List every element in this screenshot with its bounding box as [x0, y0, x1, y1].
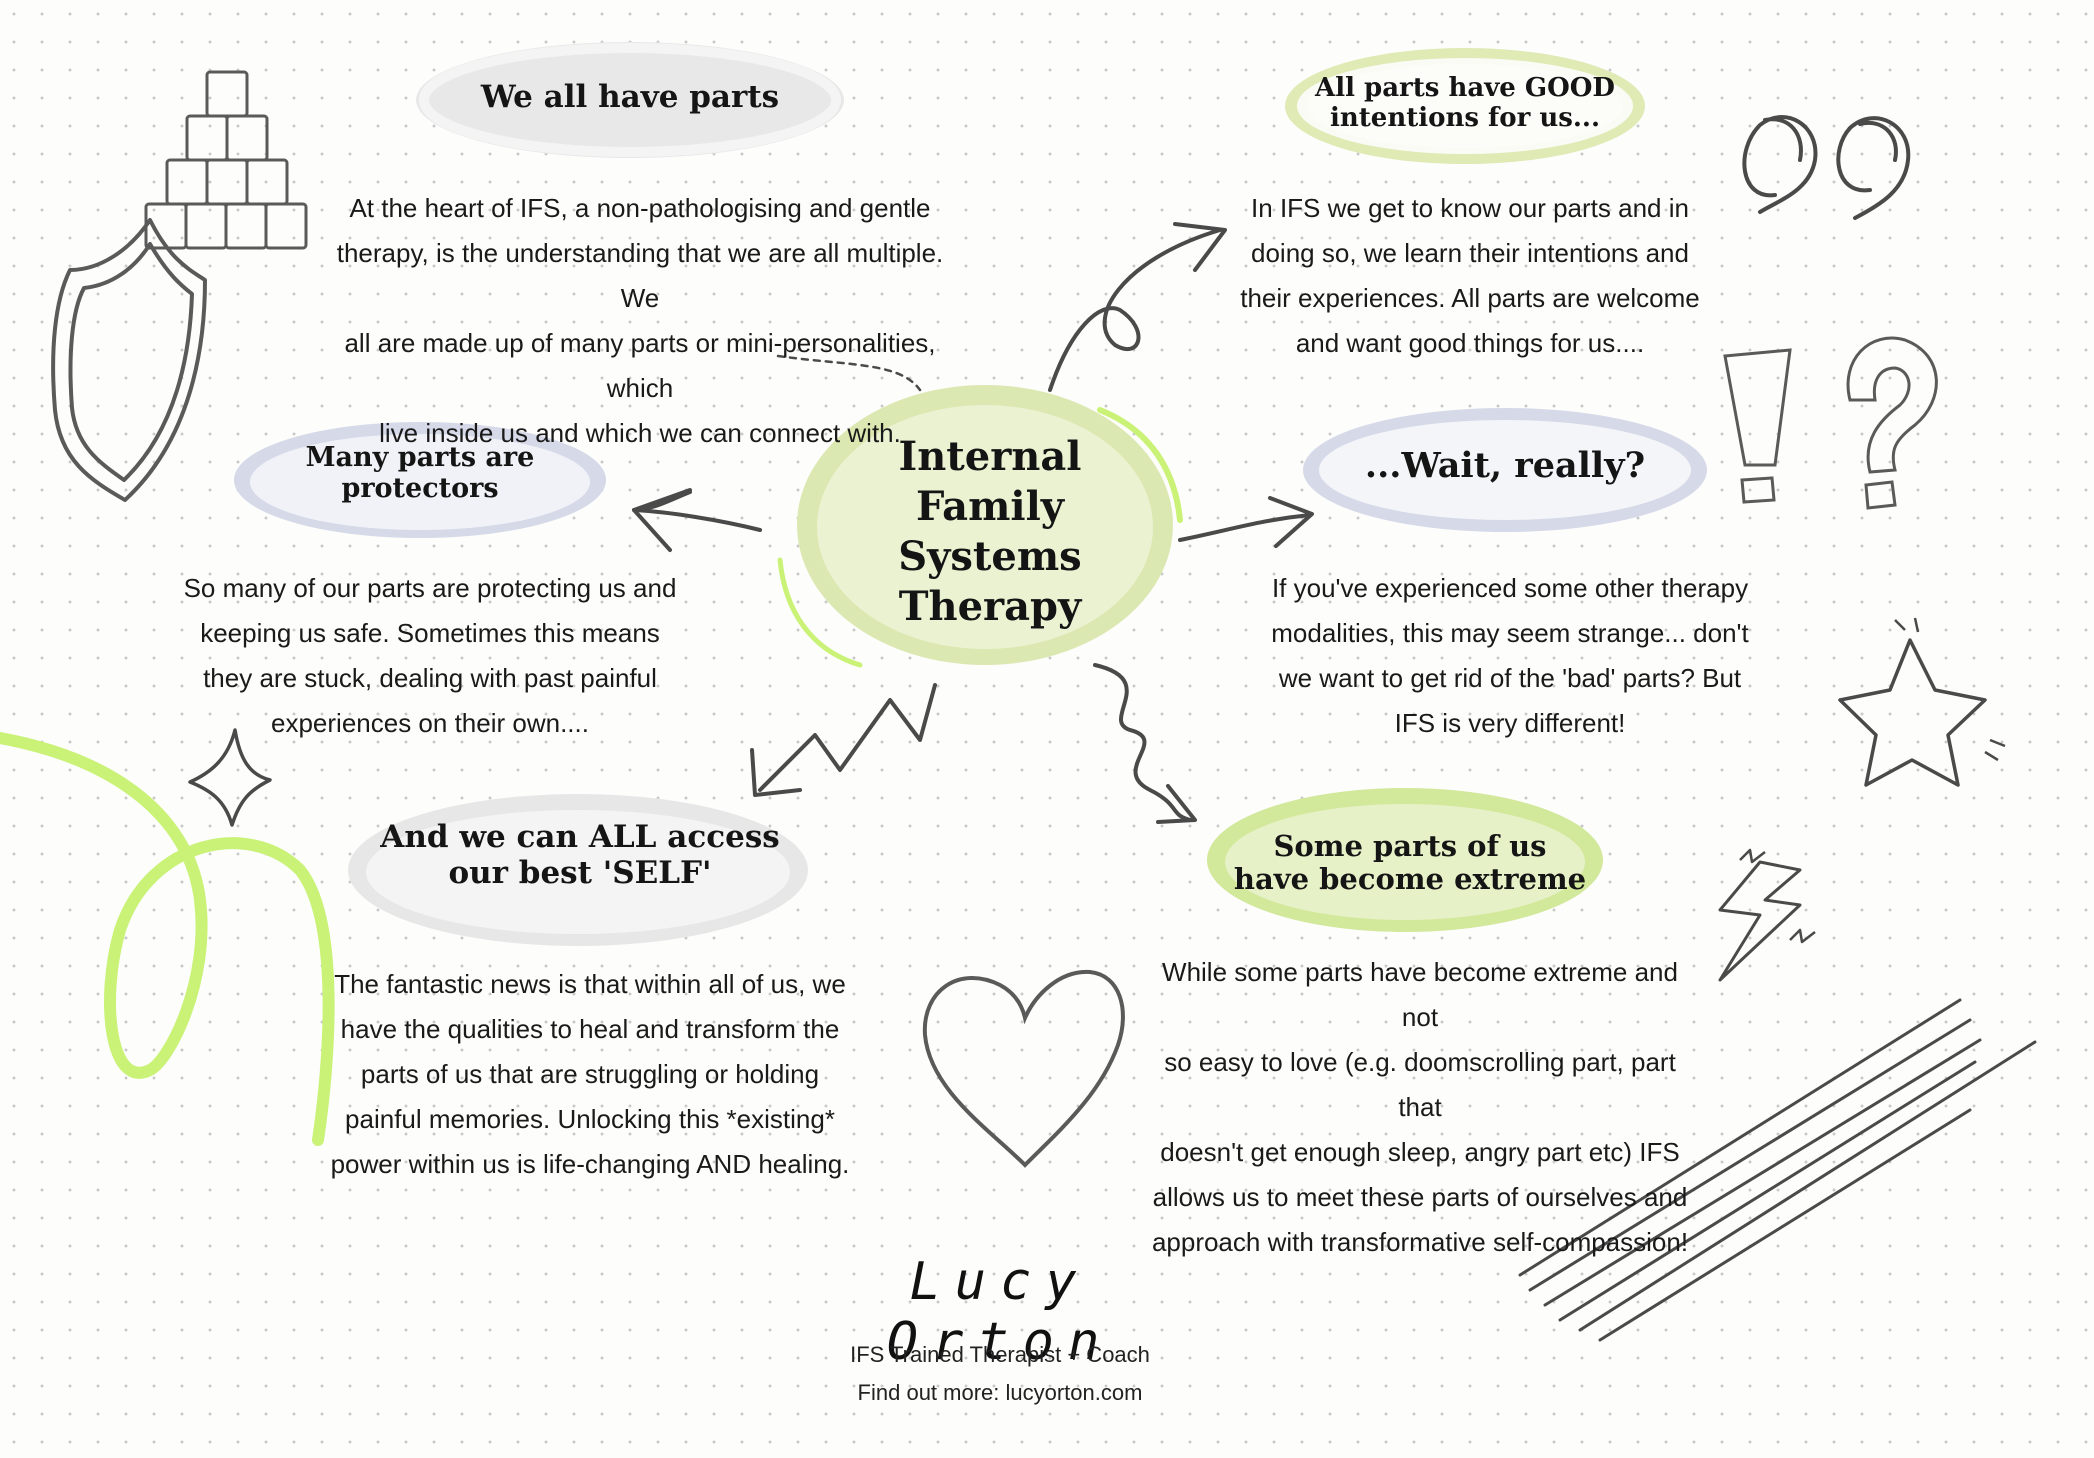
- center-title: Internal Family Systems Therapy: [898, 433, 1082, 630]
- heading-blob-extreme: [1207, 788, 1603, 932]
- arrowhead-good-intentions: [1173, 222, 1227, 272]
- center-circle: [777, 385, 1183, 668]
- heading-good-intentions: All parts have GOOD intentions for us...: [1315, 73, 1615, 133]
- signature: Lucy Orton: [886, 1252, 1114, 1372]
- arrowhead-protectors: [632, 488, 692, 552]
- exclamation-question-icon: [1723, 336, 1938, 510]
- body-extreme: While some parts have become extreme and…: [1151, 957, 1689, 1257]
- body-self: The fantastic news is that within all of…: [330, 969, 850, 1179]
- body-protectors: So many of our parts are protecting us a…: [183, 573, 677, 738]
- heading-blob-we-all-have-parts: [416, 42, 844, 158]
- heading-we-all-have-parts: We all have parts: [480, 79, 780, 115]
- heading-self: And we can ALL access our best 'SELF': [380, 819, 780, 891]
- heart-icon: [922, 969, 1125, 1168]
- lightning-icon: [1718, 848, 1816, 982]
- body-wait-really: If you've experienced some other therapy…: [1271, 573, 1749, 738]
- quote-marks-icon: [1742, 115, 1911, 220]
- arrow-to-good-intentions: [1048, 228, 1222, 392]
- heading-blob-wait-really: [1303, 408, 1707, 532]
- arrowhead-self: [750, 748, 802, 797]
- body-good-intentions: In IFS we get to know our parts and in d…: [1240, 193, 1700, 358]
- green-swirl-decoration: [0, 732, 335, 1146]
- heading-blob-good-intentions: [1285, 48, 1645, 164]
- arrow-to-protectors: [632, 508, 762, 532]
- body-we-all-have-parts: At the heart of IFS, a non-pathologising…: [336, 193, 944, 448]
- footer-link[interactable]: Find out more: lucyorton.com: [857, 1380, 1143, 1405]
- footer-role: IFS Trained Therapist + Coach: [850, 1342, 1150, 1367]
- heading-extreme: Some parts of us have become extreme: [1233, 829, 1587, 897]
- cube-pyramid-icon: [144, 70, 308, 250]
- arrow-to-extreme: [1093, 663, 1192, 822]
- arrowhead-extreme: [1156, 784, 1197, 824]
- heading-blob-self: [348, 794, 808, 946]
- arrowhead-wait-really: [1268, 496, 1314, 548]
- heading-wait-really: ...Wait, really?: [1364, 445, 1646, 486]
- scribble-lines-icon: [1518, 998, 2037, 1342]
- shield-icon: [51, 218, 207, 502]
- sparkle-diamond-icon: [188, 728, 272, 827]
- heading-blob-protectors: [234, 422, 606, 538]
- star-icon: [1838, 617, 2006, 787]
- dashed-connector: [776, 354, 922, 392]
- arrow-to-self: [758, 683, 937, 792]
- heading-protectors: Many parts are protectors: [305, 442, 535, 505]
- arrow-to-wait-really: [1178, 513, 1312, 542]
